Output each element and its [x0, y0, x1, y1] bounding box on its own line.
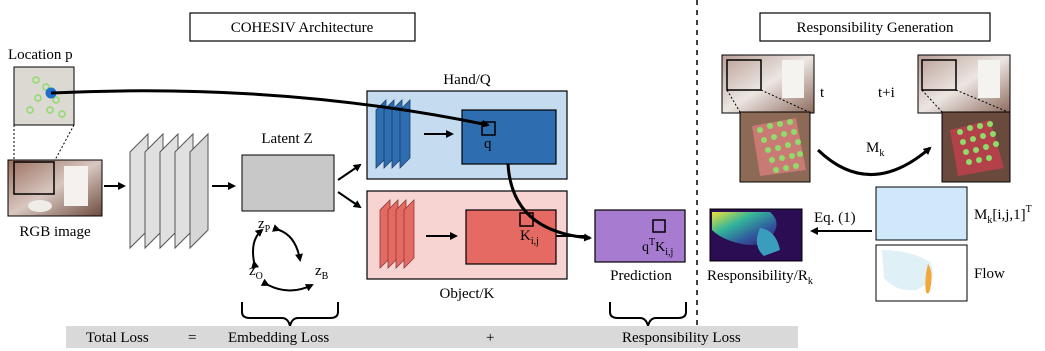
zb-label: zB — [315, 263, 329, 282]
hand-q-label: Hand/Q — [443, 72, 491, 88]
rgb-image — [7, 159, 103, 217]
prediction-block — [594, 209, 686, 263]
encoder-layers — [129, 132, 209, 250]
responsibility-label: Responsibility/Rk — [707, 268, 813, 287]
hand-q-block — [461, 109, 557, 165]
k-label: Ki,j — [520, 228, 539, 247]
responsibility-title-box — [759, 12, 991, 42]
rgb-image-label: RGB image — [19, 224, 91, 240]
object-k-block — [465, 209, 557, 265]
mk-matrix-label: Mk[i,j,1]T — [974, 204, 1032, 226]
responsibility-heatmap — [709, 208, 803, 262]
latent-z-label: Latent Z — [261, 131, 312, 147]
flow-label: Flow — [974, 266, 1005, 282]
prediction-formula: qTKi,j — [642, 237, 673, 258]
loss-plus: + — [486, 330, 494, 346]
responsibility-title: Responsibility Generation — [796, 20, 954, 36]
zo-label: zO — [249, 263, 263, 282]
latent-z-block — [241, 154, 335, 212]
frame-t-plus-i-label: t+i — [878, 85, 895, 101]
eq-label: Eq. (1) — [814, 210, 856, 226]
object-conv-layers — [379, 199, 415, 269]
responsibility-brace — [609, 302, 687, 327]
prediction-cell — [652, 219, 666, 233]
mk-transform-arrow — [816, 146, 932, 176]
frame-t-plus-i-zoom — [941, 111, 1011, 183]
mk-label: Mk — [866, 140, 884, 159]
total-loss-label: Total Loss — [86, 330, 149, 346]
embedding-loss-label: Embedding Loss — [228, 330, 329, 346]
frame-t-plus-i-image — [917, 54, 1011, 114]
architecture-title-box — [189, 12, 416, 42]
zp-label: zP — [258, 216, 271, 235]
q-label: q — [484, 136, 492, 152]
embedding-brace — [241, 302, 339, 327]
location-to-q-arrow — [50, 89, 490, 128]
object-k-label: Object/K — [440, 286, 495, 302]
loss-bar — [66, 326, 798, 348]
location-p-label: Location p — [8, 47, 73, 63]
responsibility-loss-label: Responsibility Loss — [622, 330, 741, 346]
hand-conv-layers — [375, 99, 411, 169]
location-crop — [13, 66, 75, 126]
architecture-title: COHESIV Architecture — [231, 20, 374, 36]
frame-t-label: t — [820, 85, 825, 101]
flow-image — [875, 244, 968, 302]
mk-matrix-box — [875, 186, 968, 241]
frame-t-zoom — [739, 111, 811, 183]
prediction-label: Prediction — [610, 268, 672, 284]
loss-equals: = — [188, 330, 196, 346]
